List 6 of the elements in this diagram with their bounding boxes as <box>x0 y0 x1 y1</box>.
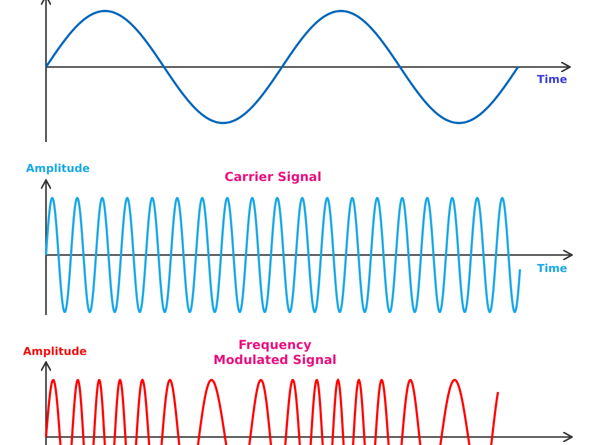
chart-title: Frequency Modulated Signal <box>212 337 338 367</box>
axis-label: Amplitude <box>23 345 87 358</box>
axis-label: Amplitude <box>26 162 90 176</box>
axis-label: Time <box>537 262 568 276</box>
axis-label: Time <box>537 73 568 86</box>
chart-title: Carrier Signal <box>223 169 323 184</box>
